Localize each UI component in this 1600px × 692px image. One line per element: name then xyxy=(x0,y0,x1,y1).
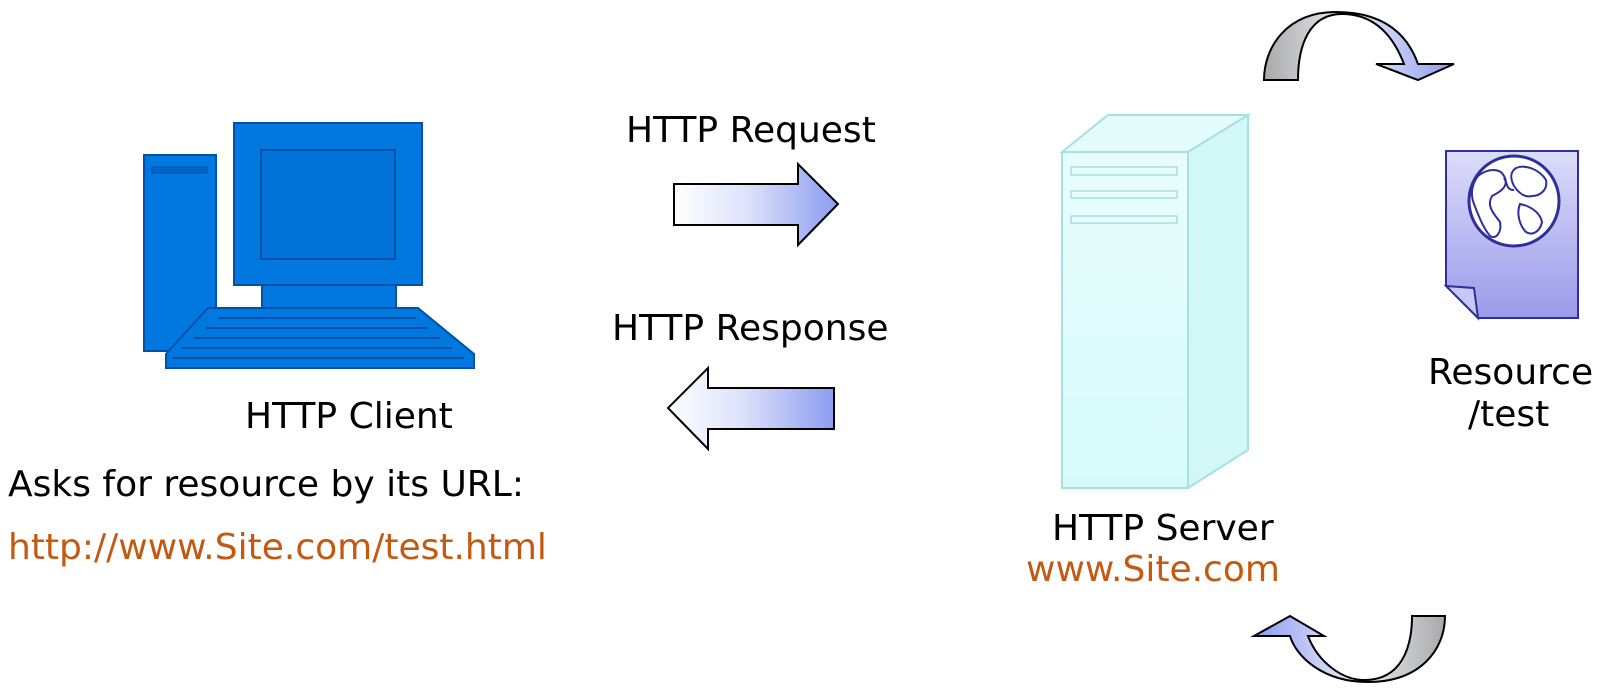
request-label: HTTP Request xyxy=(626,110,876,151)
server-tower-icon xyxy=(1059,113,1252,490)
server-host: www.Site.com xyxy=(1026,549,1280,590)
server-label: HTTP Server xyxy=(1052,508,1274,549)
client-label: HTTP Client xyxy=(245,396,453,437)
curved-arrow-top-icon xyxy=(1262,10,1455,82)
response-label: HTTP Response xyxy=(612,308,889,349)
resource-path: /test xyxy=(1468,394,1550,435)
response-arrow xyxy=(666,365,835,452)
curved-arrow-bottom-icon xyxy=(1250,614,1447,684)
request-arrow xyxy=(673,161,840,248)
web-document-globe-icon xyxy=(1443,150,1579,321)
desktop-computer-icon xyxy=(143,122,475,369)
client-description: Asks for resource by its URL: xyxy=(8,464,524,505)
resource-label: Resource xyxy=(1428,352,1594,393)
client-url: http://www.Site.com/test.html xyxy=(8,527,547,568)
